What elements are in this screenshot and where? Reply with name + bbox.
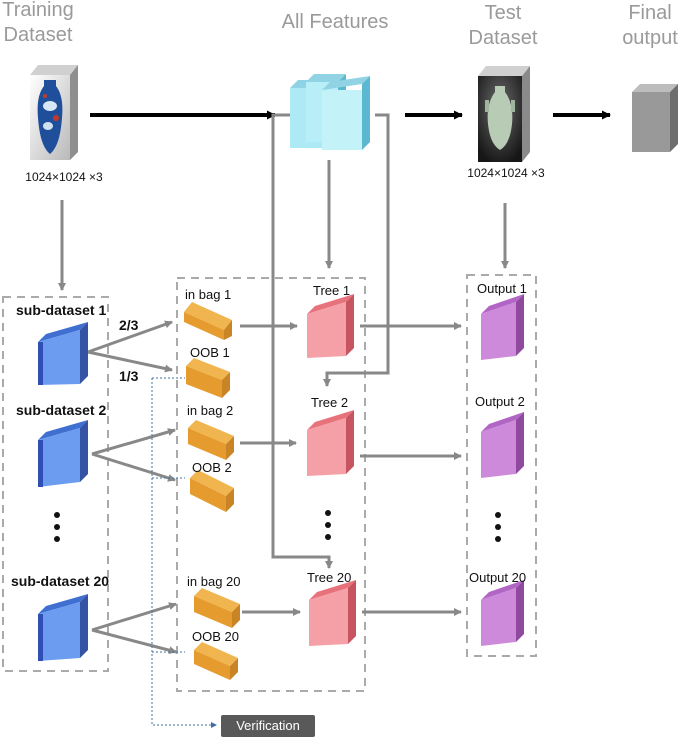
oob-2-label: OOB 2 [192, 460, 232, 475]
bag-tree-group-box [176, 277, 366, 692]
arrow-sd20-to-inbag20 [91, 602, 177, 632]
arrow-features-to-tree2 [323, 113, 390, 387]
tree-2-label: Tree 2 [311, 395, 349, 410]
arrow-sd2-to-inbag2 [91, 428, 176, 456]
inbag-1-icon [184, 302, 232, 340]
inbag-20-label: in bag 20 [187, 574, 241, 589]
subdataset-ellipsis [54, 512, 60, 542]
oob-1-icon [186, 358, 230, 398]
ratio-inbag-label: 2/3 [119, 317, 139, 333]
tree-1-label: Tree 1 [313, 283, 351, 298]
output-group-box [466, 274, 537, 657]
oob-20-icon [194, 642, 238, 680]
subdataset-group-box [2, 296, 109, 672]
output-1-icon [481, 294, 524, 360]
output-1-label: Output 1 [477, 281, 527, 296]
feature-map-stack-icon [290, 74, 370, 150]
header-final-output: Final output [622, 2, 678, 49]
header-all-features: All Features [281, 11, 389, 33]
output-2-icon [481, 412, 524, 478]
output-2-label: Output 2 [475, 394, 525, 409]
subdataset-1-icon [38, 322, 88, 385]
output-ellipsis [495, 512, 501, 542]
oob-20-label: OOB 20 [192, 629, 239, 644]
output-20-label: Output 20 [469, 570, 527, 585]
arrow-sd2-to-oob2 [91, 452, 176, 482]
tree-ellipsis [325, 510, 331, 540]
training-dimension-label: 1024×1024 ×3 [25, 170, 103, 184]
tree-20-label: Tree 20 [307, 570, 352, 585]
inbag-2-icon [188, 420, 234, 460]
subdataset-20-label: sub-dataset 20 [11, 573, 110, 589]
arrow-sd1-to-oob1 [87, 350, 173, 373]
header-test-dataset: Test Dataset [468, 2, 538, 49]
tree-1-icon [307, 294, 354, 358]
output-20-icon [481, 580, 524, 646]
arrow-features-to-tree20 [271, 113, 333, 569]
oob-1-label: OOB 1 [190, 345, 230, 360]
test-dimension-label: 1024×1024 ×3 [467, 166, 545, 180]
subdataset-2-label: sub-dataset 2 [16, 402, 107, 418]
inbag-20-icon [194, 588, 240, 628]
oob-2-icon [190, 470, 234, 512]
tree-2-icon [307, 410, 354, 476]
arrow-sd1-to-inbag1 [87, 320, 173, 354]
ratio-oob-label: 1/3 [119, 368, 139, 384]
celadon-vase-image-icon [478, 66, 530, 162]
subdataset-2-icon [38, 420, 88, 487]
gray-panel-icon [632, 84, 678, 152]
subdataset-1-label: sub-dataset 1 [16, 302, 107, 318]
verification-badge: Verification [221, 715, 315, 737]
subdataset-20-icon [38, 594, 88, 661]
inbag-2-label: in bag 2 [187, 403, 234, 418]
arrow-sd20-to-oob20 [91, 628, 177, 655]
header-training-dataset: Training Dataset [2, 0, 74, 46]
porcelain-vase-image-icon [30, 65, 78, 160]
inbag-1-label: in bag 1 [185, 287, 232, 302]
tree-20-icon [309, 580, 356, 646]
verification-path [151, 378, 217, 728]
